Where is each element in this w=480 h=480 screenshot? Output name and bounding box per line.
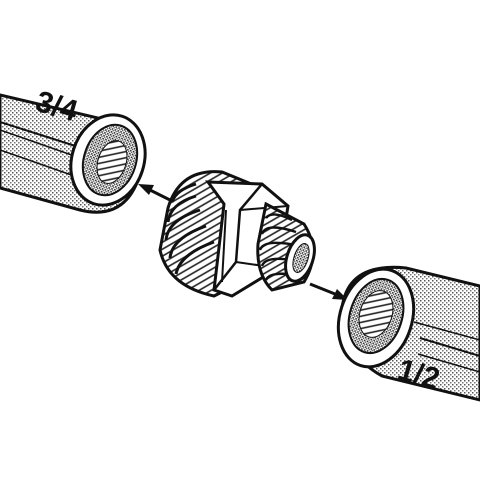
right-pipe: 1/2 [336,265,480,402]
left-pipe: 3/4 [0,85,147,214]
arrow-right-icon [309,282,348,300]
hex-nipple-fitting [158,170,316,298]
